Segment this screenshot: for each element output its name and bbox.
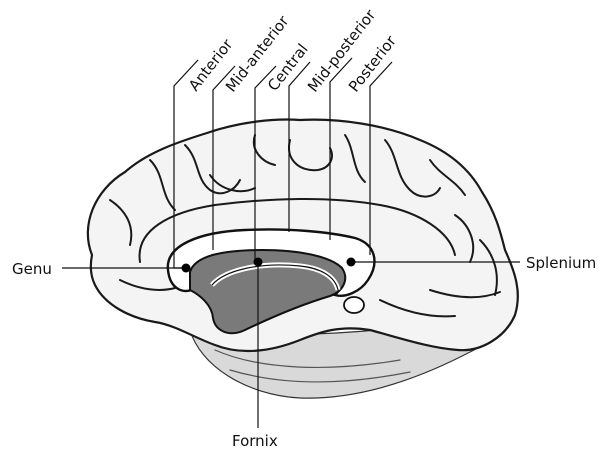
fornix-dot	[254, 258, 263, 267]
genu-dot	[182, 264, 191, 273]
splenium-dot	[347, 258, 356, 267]
label-fornix: Fornix	[232, 432, 278, 450]
label-genu: Genu	[12, 260, 52, 278]
label-splenium: Splenium	[526, 254, 596, 272]
